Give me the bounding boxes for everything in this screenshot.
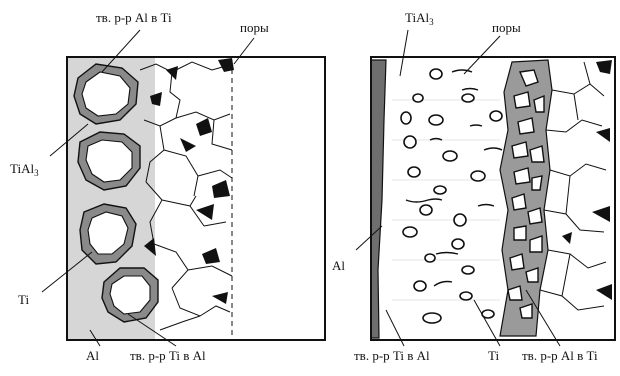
- label-al: Al: [86, 348, 99, 363]
- right-label-pores: поры: [492, 20, 521, 35]
- label-ti: Ti: [18, 292, 29, 307]
- label-solid-solution-al-in-ti: тв. р-р Al в Ti: [96, 10, 172, 25]
- right-label-solid-solution-ti-in-al: тв. р-р Ti в Al: [354, 348, 430, 363]
- label-tial3-main: TiAl: [10, 161, 34, 176]
- right-tial3-texture: [392, 100, 500, 300]
- right-label-ti: Ti: [488, 348, 499, 363]
- left-panel: тв. р-р Al в Ti поры TiAl3 Ti Al тв. р-р…: [10, 10, 325, 363]
- label-pores: поры: [240, 20, 269, 35]
- right-panel: TiAl3 поры Al тв. р-р Ti в Al Ti тв. р-р…: [332, 10, 615, 363]
- left-al-zone: [155, 57, 325, 340]
- label-tial3-sub: 3: [34, 168, 39, 178]
- right-pore-streaks: [406, 70, 502, 286]
- pore: [562, 232, 572, 244]
- label-solid-solution-ti-in-al: тв. р-р Ti в Al: [130, 348, 206, 363]
- right-al-strip: [371, 60, 386, 338]
- right-label-tial3: TiAl3: [405, 10, 434, 27]
- pore: [596, 60, 612, 74]
- right-label-al: Al: [332, 258, 345, 273]
- right-panel-frame: [371, 57, 615, 340]
- pore: [592, 206, 610, 222]
- right-label-tial3-main: TiAl: [405, 10, 429, 25]
- right-label-solid-solution-al-in-ti: тв. р-р Al в Ti: [522, 348, 598, 363]
- right-label-tial3-sub: 3: [429, 17, 434, 27]
- label-tial3: TiAl3: [10, 161, 39, 178]
- right-small-particles: [401, 69, 502, 323]
- pore: [596, 284, 612, 300]
- pore: [596, 128, 610, 142]
